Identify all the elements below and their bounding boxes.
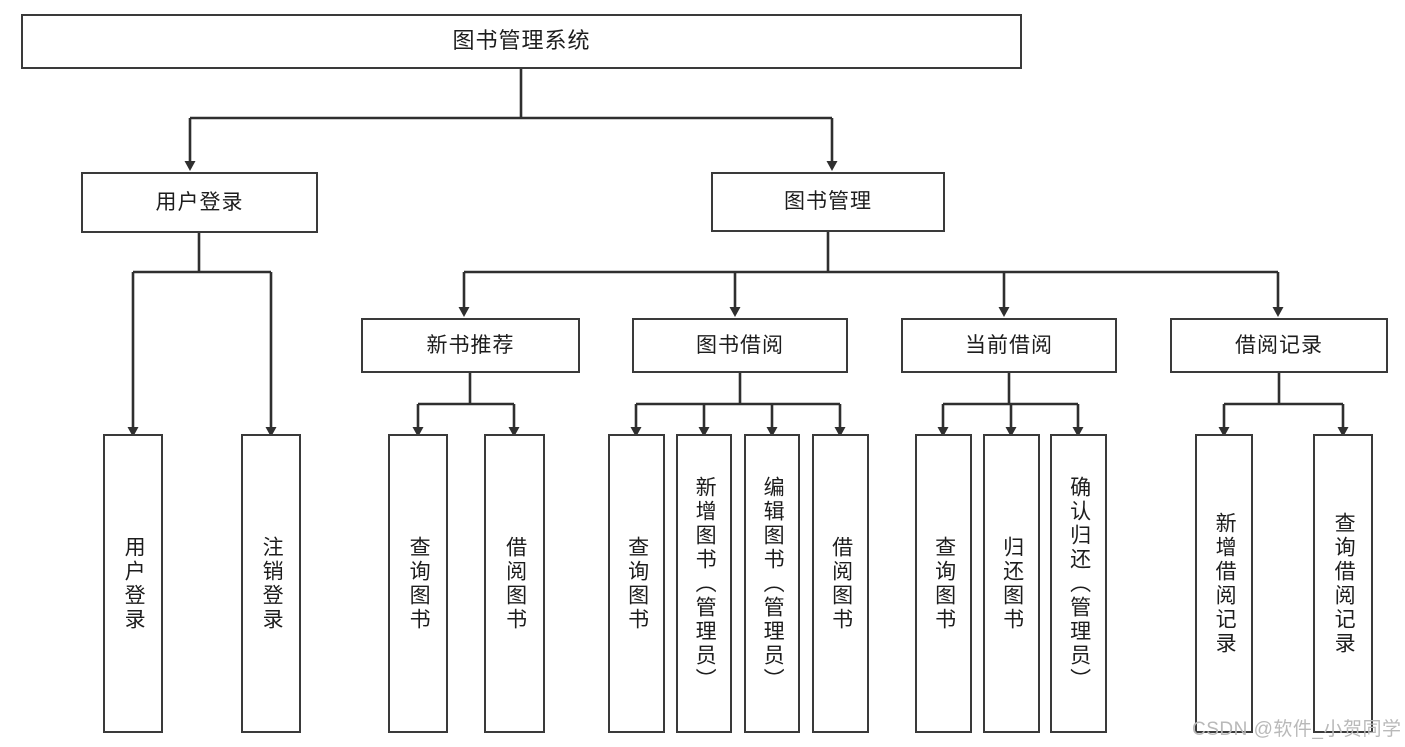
node-new-book-recommend[interactable]: 新书推荐 (361, 318, 580, 373)
node-book-management-label: 图书管理 (784, 190, 872, 214)
node-root[interactable]: 图书管理系统 (21, 14, 1022, 69)
node-book-borrow[interactable]: 图书借阅 (632, 318, 848, 373)
node-current-borrow[interactable]: 当前借阅 (901, 318, 1117, 373)
leaf-add-record[interactable]: 新增借阅记录 (1195, 434, 1253, 733)
leaf-query-book-2-label: 查询图书 (625, 535, 649, 632)
leaf-query-book-1-label: 查询图书 (407, 535, 431, 632)
leaf-confirm-return-label: 确认归还（管理员） (1067, 475, 1091, 692)
leaf-edit-book-label: 编辑图书（管理员） (761, 475, 785, 692)
watermark-text: CSDN @软件_小贺同学 (1192, 719, 1402, 740)
leaf-add-record-label: 新增借阅记录 (1213, 511, 1237, 656)
node-current-borrow-label: 当前借阅 (965, 333, 1053, 357)
leaf-borrow-book-1-label: 借阅图书 (503, 535, 527, 632)
leaf-query-book-1[interactable]: 查询图书 (388, 434, 448, 733)
leaf-borrow-book-2[interactable]: 借阅图书 (812, 434, 869, 733)
leaf-query-record-label: 查询借阅记录 (1332, 511, 1356, 656)
leaf-add-book-label: 新增图书（管理员） (693, 475, 717, 692)
node-new-book-recommend-label: 新书推荐 (426, 333, 515, 357)
leaf-query-book-3-label: 查询图书 (932, 535, 956, 632)
leaf-return-book[interactable]: 归还图书 (983, 434, 1040, 733)
node-book-management[interactable]: 图书管理 (711, 172, 945, 232)
leaf-borrow-book-1[interactable]: 借阅图书 (484, 434, 545, 733)
node-root-label: 图书管理系统 (452, 28, 591, 54)
leaf-logout-login[interactable]: 注销登录 (241, 434, 301, 733)
node-borrow-record-label: 借阅记录 (1235, 333, 1323, 357)
leaf-user-login[interactable]: 用户登录 (103, 434, 163, 733)
leaf-query-record[interactable]: 查询借阅记录 (1313, 434, 1373, 733)
node-borrow-record[interactable]: 借阅记录 (1170, 318, 1388, 373)
leaf-query-book-2[interactable]: 查询图书 (608, 434, 665, 733)
node-user-login[interactable]: 用户登录 (81, 172, 318, 233)
leaf-user-login-label: 用户登录 (122, 535, 146, 632)
node-user-login-label: 用户登录 (155, 190, 244, 214)
leaf-logout-login-label: 注销登录 (260, 535, 284, 632)
csdn-watermark: CSDN @软件_小贺同学 (1192, 714, 1401, 741)
leaf-edit-book[interactable]: 编辑图书（管理员） (744, 434, 800, 733)
leaf-return-book-label: 归还图书 (1000, 535, 1024, 632)
leaf-confirm-return[interactable]: 确认归还（管理员） (1050, 434, 1107, 733)
leaf-borrow-book-2-label: 借阅图书 (829, 535, 853, 632)
leaf-add-book[interactable]: 新增图书（管理员） (676, 434, 732, 733)
node-book-borrow-label: 图书借阅 (696, 333, 784, 357)
leaf-query-book-3[interactable]: 查询图书 (915, 434, 972, 733)
